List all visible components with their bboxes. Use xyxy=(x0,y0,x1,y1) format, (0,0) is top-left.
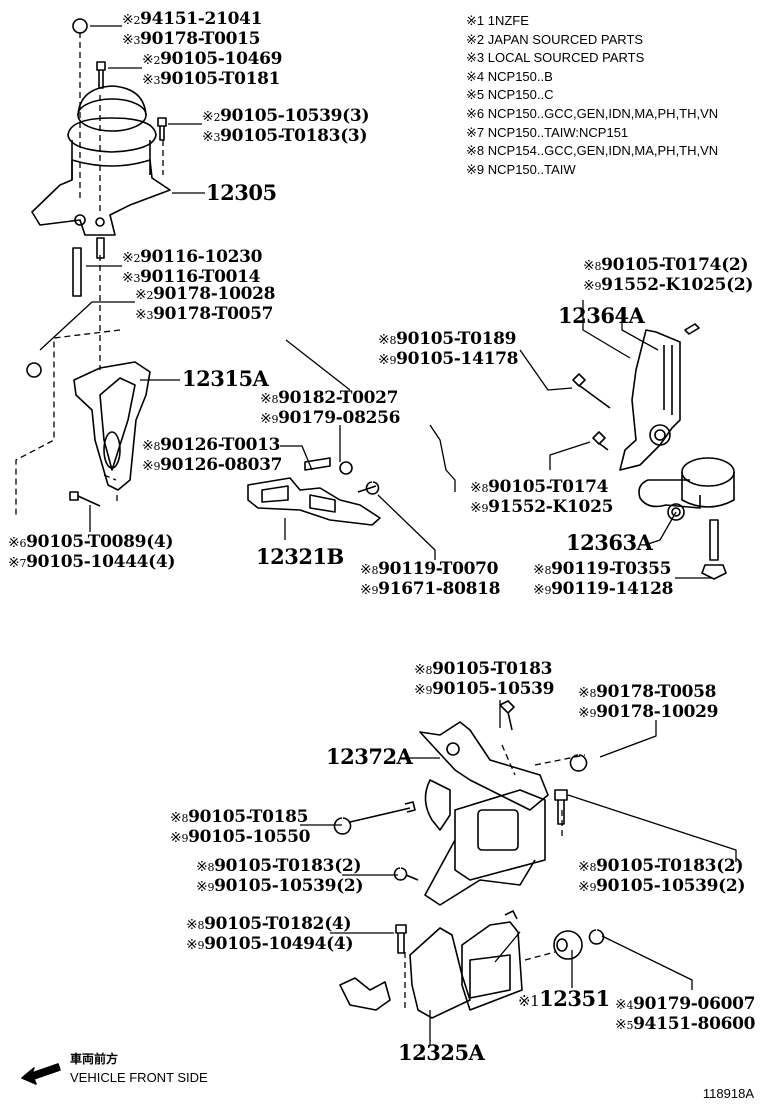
note-2: ※2 JAPAN SOURCED PARTS xyxy=(466,31,644,47)
callout-stud[interactable]: ※290116-10230 ※390116-T0014 xyxy=(122,247,263,287)
callout-long-bolt[interactable]: ※890105-T0189 ※990105-14178 xyxy=(378,329,519,369)
callout-nut-12321B[interactable]: ※890182-T0027 ※990179-08256 xyxy=(260,388,401,428)
note-5: ※5 NCP150..C xyxy=(466,87,554,103)
callout-bolt-top[interactable]: ※290105-10469 ※390105-T0181 xyxy=(142,49,283,89)
leader-lines xyxy=(39,25,737,1046)
bracket-12315A-drawing xyxy=(69,361,151,507)
callout-stud-12321B[interactable]: ※890126-T0013 ※990126-08037 xyxy=(142,435,283,475)
part-12363A[interactable]: 12363A xyxy=(566,530,653,555)
notes-legend: ※1 1NZFE ※2 JAPAN SOURCED PARTS ※3 LOCAL… xyxy=(466,12,718,179)
bracket-12325A-drawing xyxy=(339,910,605,1019)
callout-long-bolt-12372A[interactable]: ※890105-T0185 ※990105-10550 xyxy=(170,807,311,847)
callout-bolt-12372A-left[interactable]: ※890105-T0183(2) ※990105-10539(2) xyxy=(196,856,364,896)
note-7: ※7 NCP150..TAIW:NCP151 xyxy=(466,124,629,140)
note-6: ※6 NCP150..GCC,GEN,IDN,MA,PH,TH,VN xyxy=(466,105,719,121)
note-4: ※4 NCP150..B xyxy=(466,68,553,84)
callout-bolt-12363A[interactable]: ※890119-T0355 ※990119-14128 xyxy=(533,559,674,599)
illustration-code: 118918A xyxy=(702,1086,754,1101)
note-3: ※3 LOCAL SOURCED PARTS xyxy=(466,50,645,66)
callout-nut-12372A[interactable]: ※890178-T0058 ※990178-10029 xyxy=(578,682,719,722)
mount-12363A-drawing xyxy=(638,457,735,580)
part-12364A[interactable]: 12364A xyxy=(558,303,645,328)
direction-label-jp: 車両前方 xyxy=(70,1052,119,1066)
callout-bolt-12325A[interactable]: ※890105-T0182(4) ※990105-10494(4) xyxy=(186,914,354,954)
part-12325A[interactable]: 12325A xyxy=(398,1040,485,1065)
callout-bolt-12372A-top[interactable]: ※890105-T0183 ※990105-10539 xyxy=(414,659,555,699)
bracket-12364A-drawing xyxy=(572,323,700,471)
callout-nut-12351[interactable]: ※490179-06007 ※594151-80600 xyxy=(615,994,756,1034)
note-1: ※1 1NZFE xyxy=(466,13,529,28)
part-12351[interactable]: ※112351 xyxy=(518,986,610,1011)
callout-bolt-12321B[interactable]: ※890119-T0070 ※991671-80818 xyxy=(360,559,501,599)
callout-bolt-mount[interactable]: ※290105-10539(3) ※390105-T0183(3) xyxy=(202,106,370,146)
bracket-12372A-drawing xyxy=(333,700,588,906)
callout-12364A-small-bolt[interactable]: ※890105-T0174 ※991552-K1025 xyxy=(470,477,614,517)
part-12315A[interactable]: 12315A xyxy=(182,366,269,391)
callout-bolt-12372A-right[interactable]: ※890105-T0183(2) ※990105-10539(2) xyxy=(578,856,746,896)
callout-12364A-bolt[interactable]: ※890105-T0174(2) ※991552-K1025(2) xyxy=(583,255,754,295)
part-12372A[interactable]: 12372A xyxy=(326,744,413,769)
engine-mount-12305-drawing xyxy=(26,18,171,378)
part-12351-mark: ※1 xyxy=(518,992,540,1010)
callout-bolt-12315A[interactable]: ※690105-T0089(4) ※790105-10444(4) xyxy=(8,532,176,572)
note-9: ※9 NCP150..TAIW xyxy=(466,161,576,177)
part-12321B[interactable]: 12321B xyxy=(256,544,344,569)
callout-nut-top[interactable]: ※294151-21041 ※390178-T0015 xyxy=(122,9,263,49)
bracket-12321B-drawing xyxy=(247,457,381,526)
part-12305[interactable]: 12305 xyxy=(206,180,277,205)
note-8: ※8 NCP154..GCC,GEN,IDN,MA,PH,TH,VN xyxy=(466,143,719,159)
direction-label-en: VEHICLE FRONT SIDE xyxy=(70,1070,208,1085)
callout-nut-lower[interactable]: ※290178-10028 ※390178-T0057 xyxy=(135,284,276,324)
arrow-left-icon xyxy=(21,1063,61,1085)
